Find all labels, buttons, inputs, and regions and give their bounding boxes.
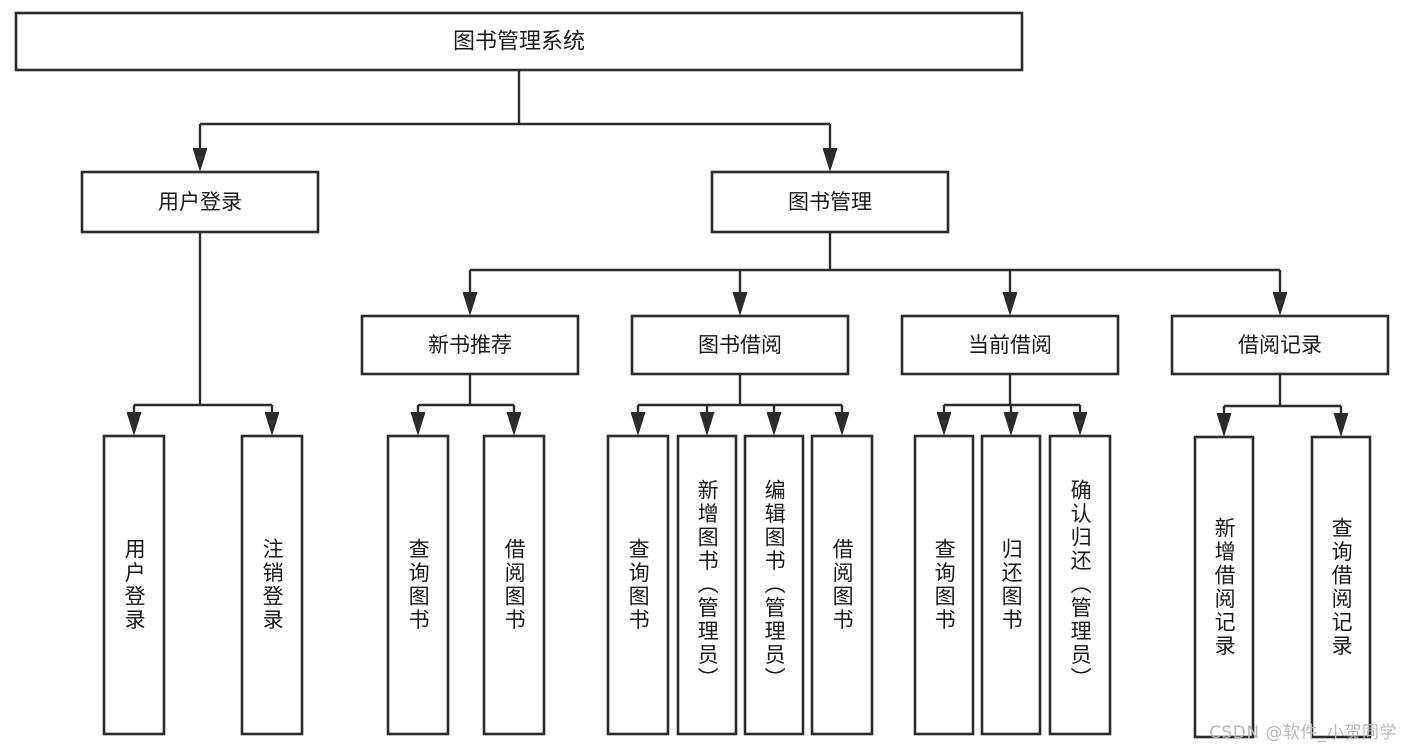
node-level3-1 [630,314,850,376]
node-root [14,11,1024,72]
connector-layer [126,70,1349,437]
node-level3-0 [360,314,580,376]
node-box-layer [14,11,1390,739]
node-leaf-11 [1193,435,1255,739]
node-leaf-9 [980,434,1042,736]
node-level3-2 [900,314,1120,376]
node-leaf-4 [606,434,670,736]
node-leaf-8 [913,434,975,736]
node-leaf-5 [676,434,738,736]
node-label: 图书管理 [788,190,872,214]
node-level3-3 [1170,314,1390,376]
node-label: 用户登录 [158,190,242,214]
node-leaf-6 [743,434,805,736]
node-leaf-12 [1310,435,1372,739]
node-label: 当前借阅 [968,333,1052,357]
node-label: 新书推荐 [428,333,512,357]
node-leaf-2 [386,434,450,736]
node-leaf-3 [482,434,546,736]
node-level2-1 [710,170,950,234]
node-leaf-10 [1048,434,1112,736]
node-level2-0 [80,170,320,234]
node-label: 借阅记录 [1238,333,1322,357]
node-leaf-0 [102,434,166,736]
node-leaf-1 [240,434,304,736]
node-leaf-7 [810,434,874,736]
node-label: 图书管理系统 [453,30,585,55]
watermark: CSDN @软件_小贺同学 [1209,723,1397,743]
node-label: 图书借阅 [698,333,782,357]
